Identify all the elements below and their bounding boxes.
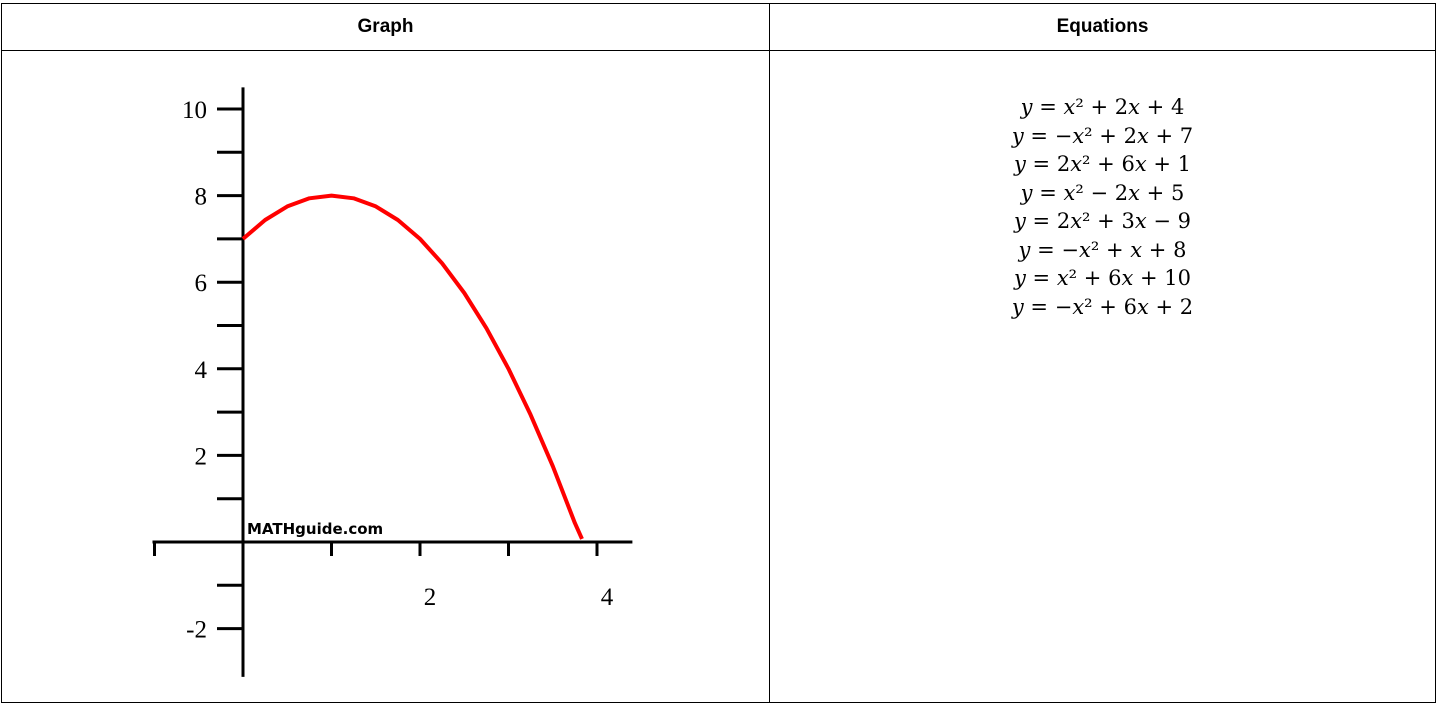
y-tick-label: 6 — [195, 270, 208, 297]
y-tick-label: 2 — [195, 443, 208, 470]
equations-list: y = x² + 2x + 4 y = −x² + 2x + 7 y = 2x² +… — [770, 93, 1435, 321]
x-tick-label: 4 — [601, 584, 614, 611]
parabola-curve — [241, 193, 584, 540]
equation-item: y = 2x² + 6x + 1 — [1013, 152, 1192, 176]
equation-item: y = −x² + 2x + 7 — [1011, 123, 1194, 148]
equation-item: y = x² − 2x + 5 — [1020, 180, 1185, 205]
equation-item: y = −x² + 6x + 2 — [1011, 294, 1194, 319]
watermark-text: MATHguide.com — [247, 520, 383, 538]
equations-cell: y = x² + 2x + 4 y = −x² + 2x + 7 y = 2x² +… — [769, 50, 1436, 703]
x-tick-label: 2 — [424, 584, 437, 611]
y-tick-label: -2 — [186, 617, 207, 644]
equation-item: y = 2x² + 3x − 9 — [1013, 209, 1192, 233]
y-tick-label: 10 — [182, 97, 207, 124]
equation-item: y = x² + 2x + 4 — [1020, 95, 1185, 119]
header-row: Graph Equations — [1, 3, 1436, 51]
graph-header: Graph — [1, 3, 770, 51]
equation-item: y = −x² + x + 8 — [1018, 237, 1187, 262]
y-tick-label: 8 — [195, 184, 208, 211]
y-tick-label: 4 — [195, 357, 208, 384]
equations-header: Equations — [769, 3, 1436, 51]
equation-item: y = x² + 6x + 10 — [1013, 266, 1192, 290]
